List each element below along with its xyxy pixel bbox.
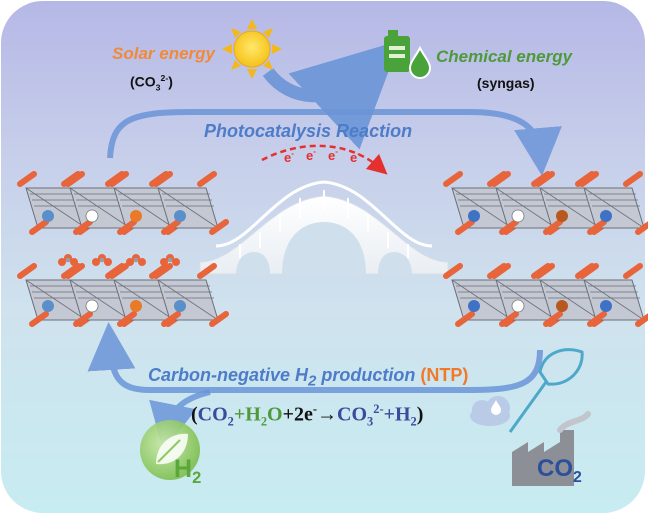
electron-transfer-arrow bbox=[261, 144, 388, 175]
electron-label: e- bbox=[306, 147, 316, 163]
eq-arrow: → bbox=[317, 403, 338, 426]
cloud-icon bbox=[470, 396, 510, 426]
carbonate-label: (CO32-) bbox=[130, 73, 173, 92]
h2-label: H2 bbox=[174, 455, 201, 488]
carbon-negative-arrow bbox=[87, 322, 543, 393]
eq-plus2: + bbox=[282, 403, 295, 426]
co2-main: CO bbox=[537, 455, 573, 482]
h2-main: H bbox=[174, 455, 193, 483]
syngas-label: (syngas) bbox=[477, 75, 535, 91]
ldh-layer-left-top bbox=[20, 174, 226, 232]
reaction-equation: (CO2+H2O+2e-→CO32-+H2) bbox=[191, 402, 423, 430]
eq-co3-sub: 3 bbox=[367, 414, 374, 429]
carbonate-prefix: (CO bbox=[130, 73, 156, 90]
energy-conversion-arrow bbox=[262, 40, 401, 150]
photocatalysis-label: Photocatalysis Reaction bbox=[204, 121, 413, 141]
fuel-can-droplet-icon bbox=[384, 30, 432, 79]
net-icon bbox=[508, 348, 584, 433]
electron-label: e- bbox=[328, 147, 338, 163]
eq-h2o-h: H bbox=[245, 403, 261, 426]
eq-co2: CO bbox=[197, 403, 228, 426]
carbonate-sup: 2- bbox=[160, 73, 169, 83]
ldh-layer-right-bottom bbox=[446, 266, 648, 324]
carbon-negative-sub: 2 bbox=[308, 372, 317, 390]
ldh-layer-left-bottom bbox=[20, 266, 226, 324]
carbonate-suffix: ) bbox=[168, 73, 173, 90]
eq-close: ) bbox=[416, 403, 424, 426]
solar-energy-label: Solar energy bbox=[112, 44, 215, 63]
co2-sub: 2 bbox=[573, 468, 582, 486]
carbon-negative-prefix: Carbon-negative H bbox=[148, 365, 309, 385]
carbonate-sub: 3 bbox=[155, 82, 161, 93]
eq-co3: CO bbox=[337, 403, 368, 426]
eq-co3-sup: 2- bbox=[373, 402, 384, 416]
eq-h2o-sub: 2 bbox=[260, 414, 268, 429]
ldh-layer-right-top bbox=[446, 174, 648, 232]
leaf-icon bbox=[140, 420, 200, 480]
eq-plus1: + bbox=[233, 403, 246, 426]
bridge-icon bbox=[199, 180, 449, 275]
eq-e-sup: - bbox=[312, 402, 318, 416]
photocatalysis-arrow bbox=[107, 109, 562, 176]
eq-h2: H bbox=[394, 403, 411, 426]
carbonate-ion-icon bbox=[58, 254, 180, 266]
eq-electrons: 2e bbox=[294, 403, 313, 426]
electron-label: e- bbox=[284, 149, 294, 165]
ntp-label: (NTP) bbox=[420, 365, 469, 385]
eq-h2-sub: 2 bbox=[410, 414, 417, 429]
eq-h2o-o: O bbox=[267, 403, 283, 426]
carbon-negative-suffix: production bbox=[316, 365, 421, 385]
eq-plus3: + bbox=[383, 403, 395, 426]
sun-icon bbox=[222, 19, 282, 79]
electron-labels: e- e- e- e- bbox=[284, 147, 360, 165]
eq-co2-sub: 2 bbox=[227, 414, 234, 429]
chemical-energy-label: Chemical energy bbox=[436, 47, 573, 66]
electron-label: e- bbox=[350, 149, 360, 165]
co2-label: CO2 bbox=[537, 455, 582, 487]
eq-open: ( bbox=[191, 403, 198, 426]
factory-icon bbox=[512, 411, 591, 486]
carbon-negative-label: Carbon-negative H2 production (NTP) bbox=[148, 365, 468, 390]
h2-sub: 2 bbox=[192, 469, 202, 487]
